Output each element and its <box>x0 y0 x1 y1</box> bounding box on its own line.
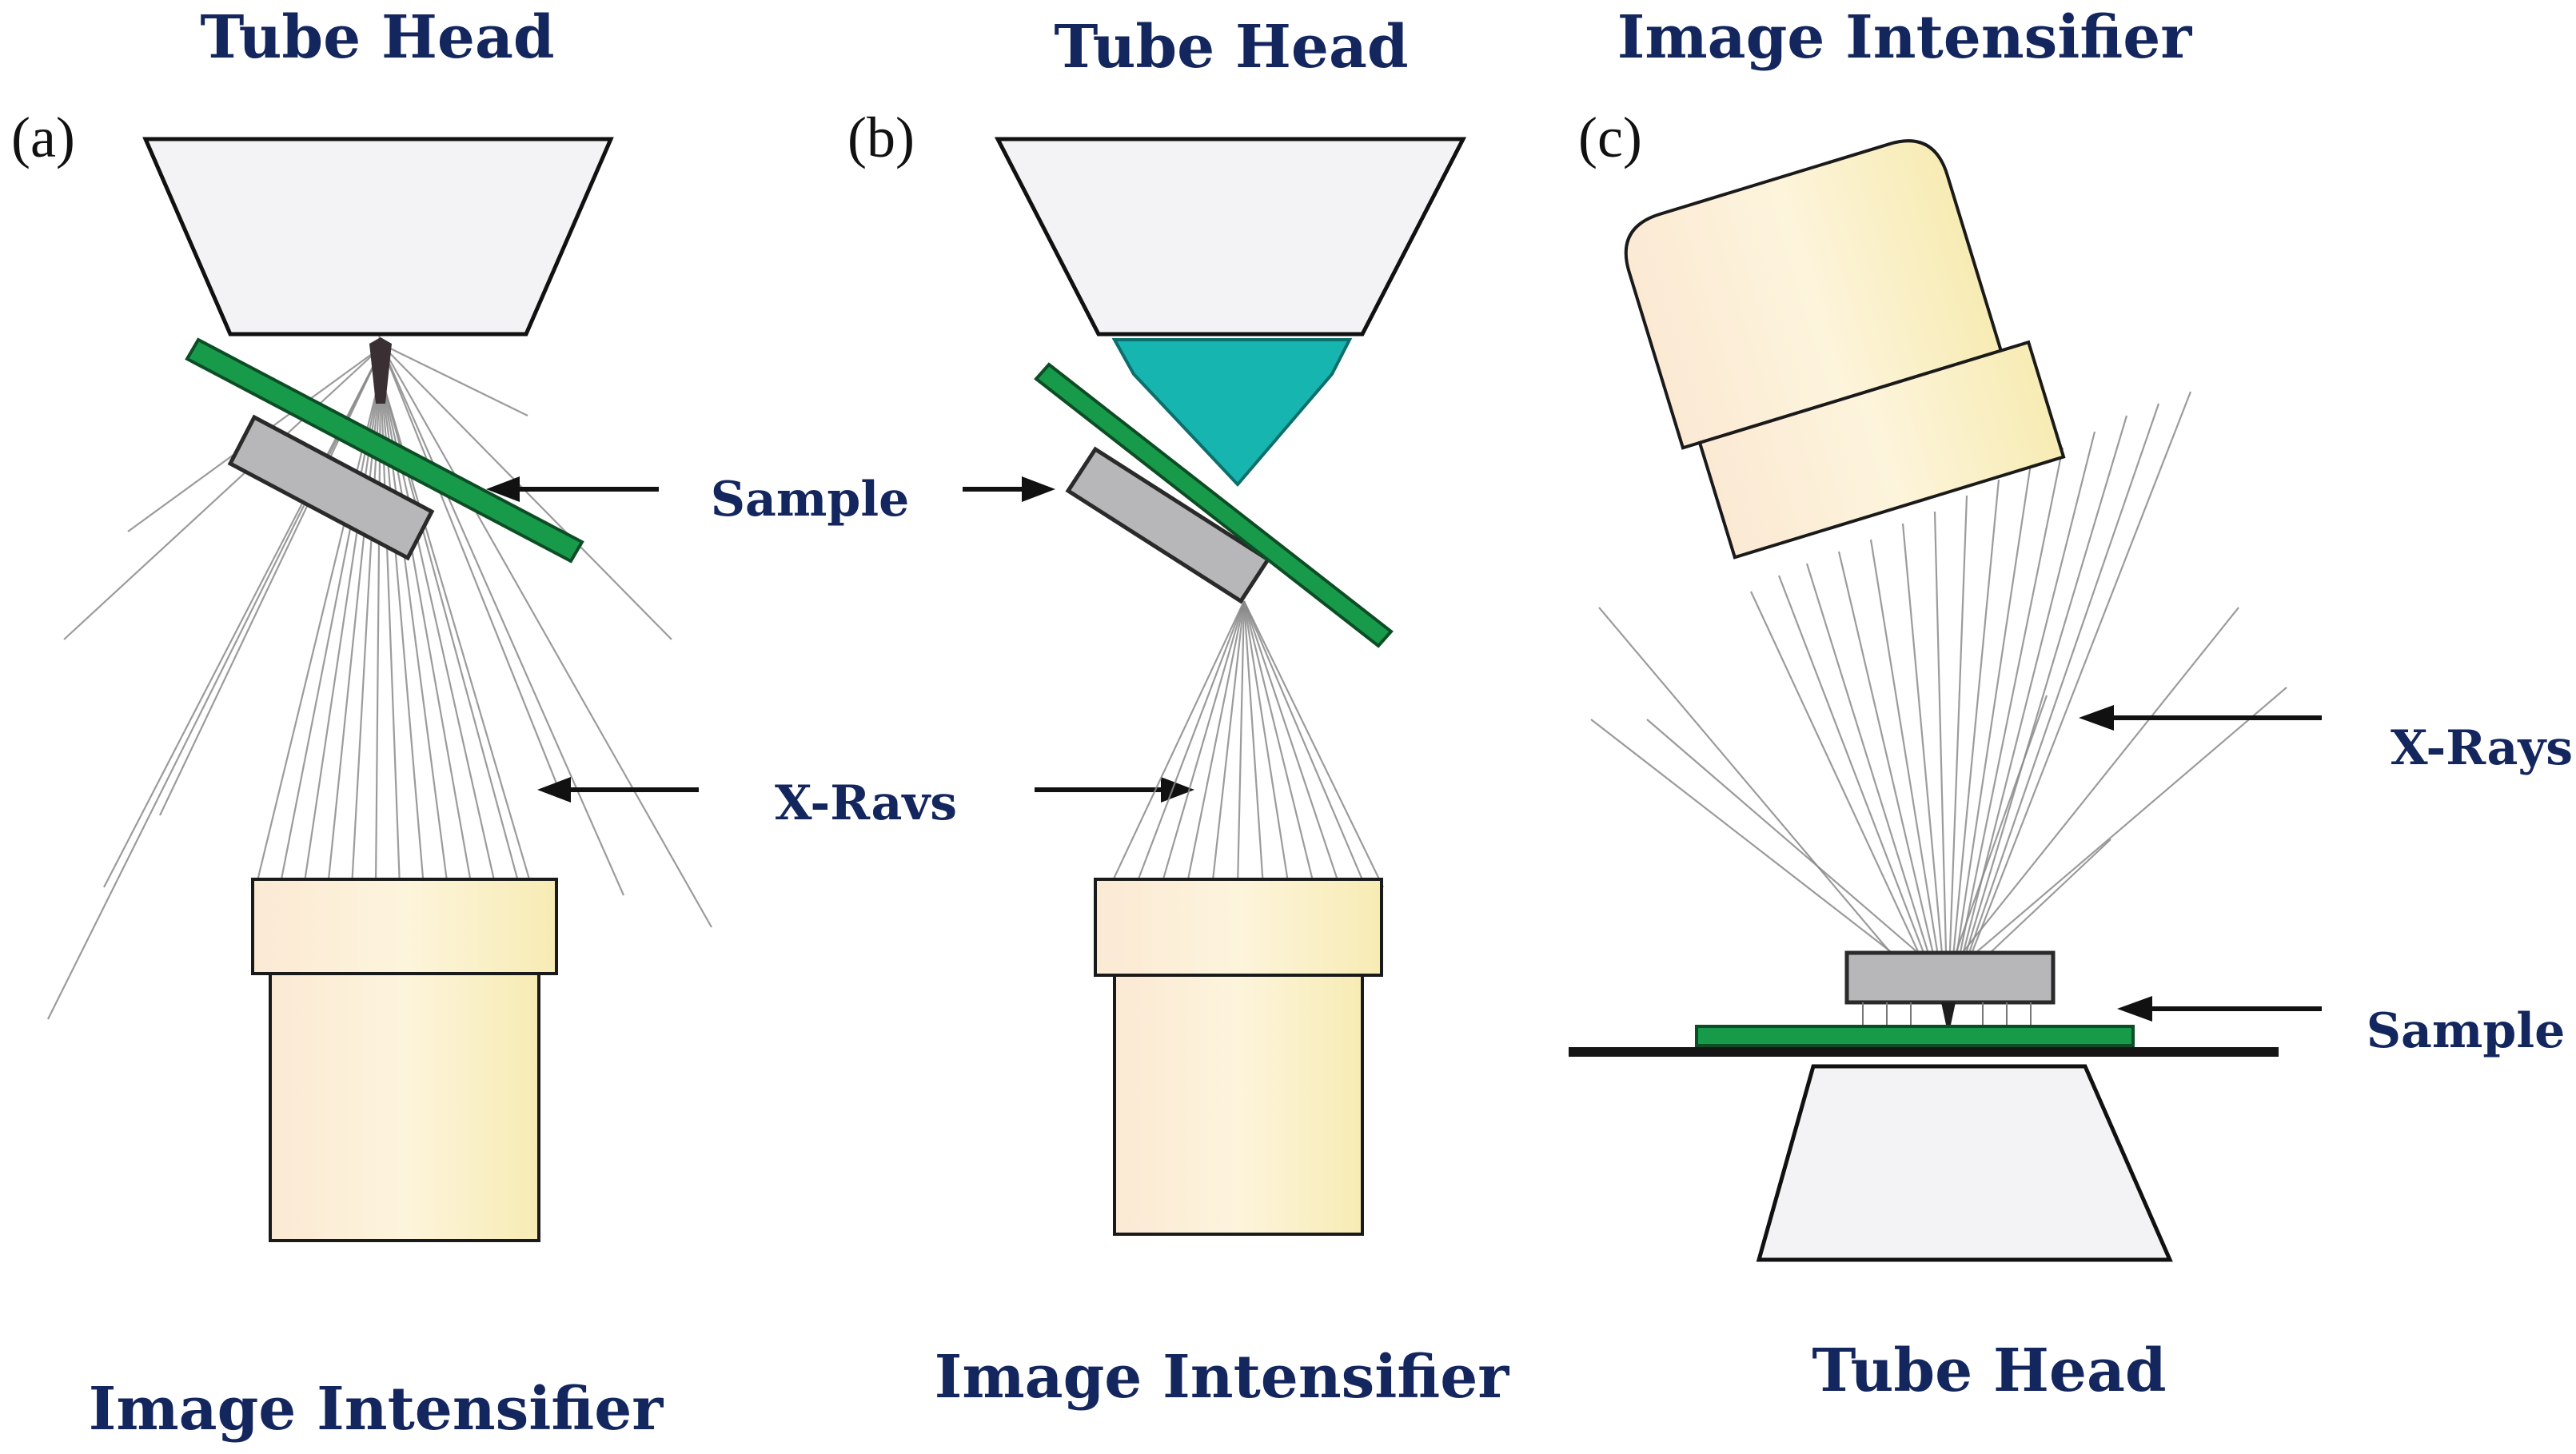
panel-b-circuit-board <box>1034 362 1394 648</box>
panel-a-image-intensifier <box>251 878 558 1242</box>
panel-b-tube-head <box>994 137 1467 337</box>
panel-a-circuit-board <box>185 337 584 564</box>
panel-c-chip-pins <box>1862 1002 2032 1025</box>
panel-c-image-intensifier <box>1624 139 2066 560</box>
panel-c-xray-beams <box>1590 391 2287 1016</box>
panel-c-sample-chip <box>1844 950 2056 1005</box>
panel-a: (a) Tube Head <box>11 3 712 1444</box>
panel-b-xray-beams <box>1109 600 1384 888</box>
panel-a-letter: (a) <box>11 106 75 169</box>
panel-b-image-intensifier <box>1094 878 1383 1236</box>
sample-label-c: Sample <box>2367 1003 2566 1059</box>
sample-pointer-arrows <box>486 476 1055 502</box>
panel-c-top-label: Image Intensifier <box>1617 3 2193 72</box>
panel-a-sample-chip <box>227 414 435 561</box>
panel-c-tube-head <box>1756 1064 2173 1262</box>
panel-c-bottom-label: Tube Head <box>1812 1336 2166 1405</box>
panel-a-tube-head <box>142 137 614 337</box>
panel-a-top-label: Tube Head <box>200 3 554 72</box>
panel-c: (c) Image Intensifier <box>1569 3 2573 1405</box>
sample-label-ab: Sample <box>711 472 910 528</box>
panel-b-focus-cone <box>1111 338 1353 487</box>
panel-b: (b) Tube Head Imag <box>847 13 1509 1412</box>
xrays-label-ab: X-Ravs <box>775 775 957 831</box>
panel-c-stage <box>1569 1047 2279 1057</box>
panel-b-top-label: Tube Head <box>1054 13 1408 82</box>
panel-c-letter: (c) <box>1578 106 1642 169</box>
panel-b-bottom-label: Image Intensifier <box>935 1343 1510 1412</box>
panel-b-letter: (b) <box>847 106 915 169</box>
panel-b-sample-chip <box>1065 446 1271 604</box>
xrays-label-c: X-Rays <box>2391 720 2573 776</box>
panel-c-circuit-board <box>1695 1025 2135 1047</box>
panel-a-bottom-label: Image Intensifier <box>89 1375 664 1444</box>
